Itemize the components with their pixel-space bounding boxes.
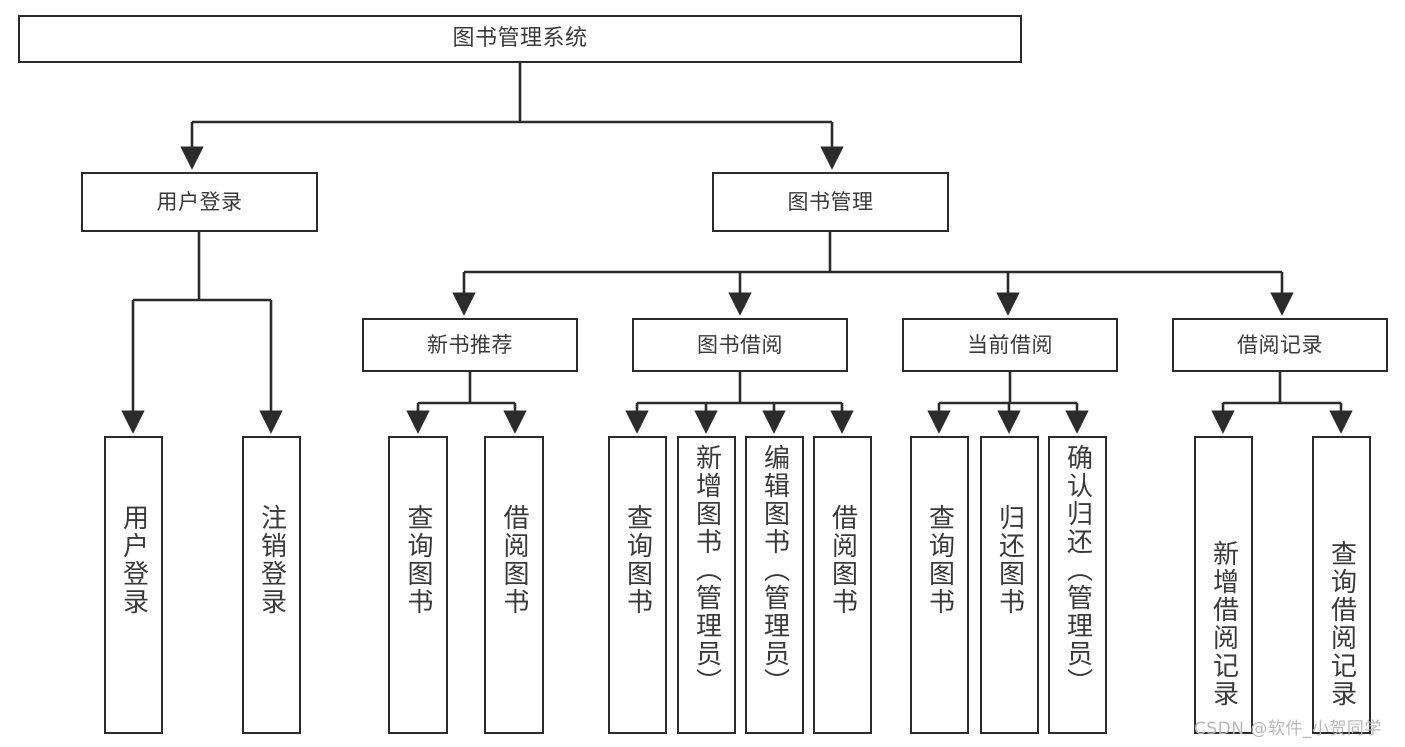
leaf-label: 借阅图书 xyxy=(499,504,529,616)
leaf-label: 编辑图书（管理员） xyxy=(759,444,790,696)
leaf-label: 新增借阅记录 xyxy=(1208,540,1239,708)
leaf-return-book[interactable]: 归还图书 xyxy=(980,436,1039,734)
leaf-logout[interactable]: 注销登录 xyxy=(242,436,301,734)
leaf-label: 用户登录 xyxy=(118,504,149,616)
node-label: 图书管理系统 xyxy=(452,26,588,52)
leaf-confirm-return-admin[interactable]: 确认归还（管理员） xyxy=(1048,436,1107,734)
leaf-label: 查询图书 xyxy=(403,504,433,616)
node-user-login[interactable]: 用户登录 xyxy=(81,172,318,232)
leaf-query-book-borrow[interactable]: 查询图书 xyxy=(608,436,667,734)
node-borrow-record[interactable]: 借阅记录 xyxy=(1172,318,1388,372)
leaf-borrow-book[interactable]: 借阅图书 xyxy=(813,436,872,734)
leaf-label: 查询借阅记录 xyxy=(1326,540,1357,708)
csdn-watermark: CSDN @软件_小贺同学 xyxy=(1194,719,1382,739)
leaf-label: 确认归还（管理员） xyxy=(1062,444,1093,696)
leaf-add-borrow-record[interactable]: 新增借阅记录 xyxy=(1194,436,1253,734)
node-label: 当前借阅 xyxy=(967,332,1053,357)
leaf-label: 查询图书 xyxy=(622,504,653,616)
node-book-management[interactable]: 图书管理 xyxy=(712,172,949,232)
node-label: 用户登录 xyxy=(156,189,243,214)
leaf-query-borrow-record[interactable]: 查询借阅记录 xyxy=(1312,436,1371,734)
leaf-label: 新增图书（管理员） xyxy=(691,444,722,696)
leaf-label: 借阅图书 xyxy=(827,504,858,616)
node-label: 图书借阅 xyxy=(697,332,783,357)
leaf-edit-book-admin[interactable]: 编辑图书（管理员） xyxy=(745,436,804,734)
node-label: 借阅记录 xyxy=(1237,332,1323,357)
node-new-book-recommend[interactable]: 新书推荐 xyxy=(362,318,578,372)
leaf-label: 查询图书 xyxy=(924,504,955,616)
leaf-user-login[interactable]: 用户登录 xyxy=(104,436,163,734)
leaf-query-book-recommend[interactable]: 查询图书 xyxy=(388,436,448,734)
leaf-label: 注销登录 xyxy=(256,504,287,616)
leaf-label: 归还图书 xyxy=(994,504,1025,616)
leaf-query-book-current[interactable]: 查询图书 xyxy=(910,436,969,734)
leaf-borrow-book-recommend[interactable]: 借阅图书 xyxy=(484,436,544,734)
node-label: 新书推荐 xyxy=(427,332,513,357)
node-root-book-management-system[interactable]: 图书管理系统 xyxy=(18,15,1022,63)
node-label: 图书管理 xyxy=(787,189,874,214)
node-book-borrow[interactable]: 图书借阅 xyxy=(632,318,848,372)
node-current-borrow[interactable]: 当前借阅 xyxy=(902,318,1118,372)
leaf-add-book-admin[interactable]: 新增图书（管理员） xyxy=(677,436,736,734)
